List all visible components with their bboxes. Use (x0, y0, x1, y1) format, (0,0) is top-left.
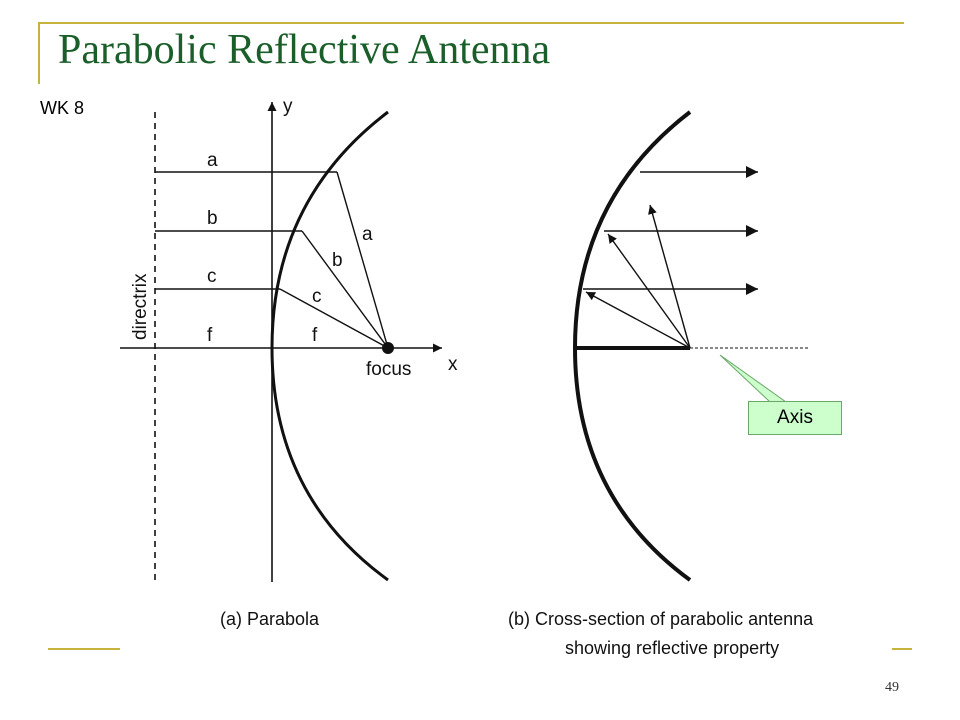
focal-line-b (301, 230, 389, 349)
slant-label-a: a (362, 224, 373, 245)
directrix-label: directrix (130, 273, 151, 340)
parabola-curve-lower (270, 347, 389, 582)
focus-point (382, 342, 394, 354)
reflect-ray-2 (607, 233, 691, 349)
page-number: 49 (885, 680, 899, 695)
frame-bottom-left-rule (48, 648, 120, 650)
y-axis-label: y (283, 96, 293, 117)
antenna-caption-line2: showing reflective property (565, 638, 779, 658)
focal-line-a (336, 171, 389, 349)
focus-label: focus (366, 359, 411, 380)
slant-label-b: b (332, 250, 343, 271)
parabola-caption: (a) Parabola (220, 609, 320, 629)
axis-callout: Axis (748, 401, 842, 435)
distance-label-a: a (207, 150, 218, 171)
antenna-reflector-lower (573, 347, 692, 582)
reflect-ray-1 (648, 204, 691, 349)
x-axis-label: x (448, 354, 458, 375)
distance-label-f: f (207, 325, 213, 346)
reflect-ray-3 (585, 291, 691, 349)
frame-bottom-right-rule (892, 648, 912, 650)
slant-label-c: c (312, 286, 322, 307)
slide-title: Parabolic Reflective Antenna (58, 27, 551, 73)
slant-label-f: f (312, 325, 318, 346)
antenna-reflector (573, 110, 692, 349)
axis-callout-pointer (719, 354, 788, 403)
week-tag: WK 8 (40, 98, 85, 118)
frame-left-rule (38, 22, 40, 84)
focal-line-c (279, 288, 389, 349)
distance-label-b: b (207, 208, 218, 229)
antenna-caption-line1: (b) Cross-section of parabolic antenna (508, 609, 814, 629)
parabola-curve (270, 110, 389, 349)
distance-label-c: c (207, 266, 217, 287)
frame-top-rule (40, 22, 904, 24)
